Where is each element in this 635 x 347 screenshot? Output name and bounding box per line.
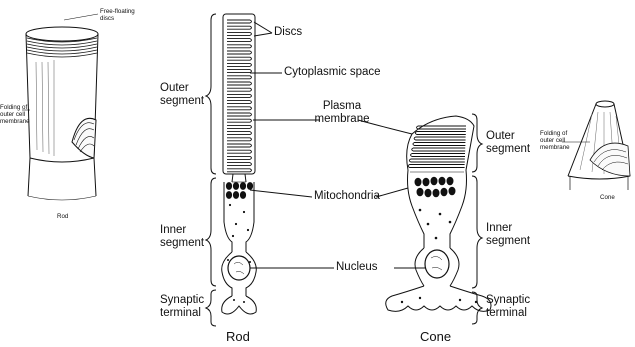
inset-cone-caption: Cone xyxy=(600,194,615,201)
leader-lines xyxy=(250,22,425,268)
cone-caption: Cone xyxy=(420,329,451,344)
nucleus-label: Nucleus xyxy=(336,261,378,274)
cytoplasmic-space-label: Cytoplasmic space xyxy=(284,66,381,79)
rod-inner-segment-label: Inner segment xyxy=(160,224,204,250)
rod-3d-inset xyxy=(22,14,98,200)
rod-cell-diagram xyxy=(222,14,257,314)
cone-3d-inset xyxy=(562,101,630,190)
inset-cone-folding-label: Folding of outer cell membrane xyxy=(540,130,570,151)
rod-caption: Rod xyxy=(226,329,250,344)
cone-inner-segment-label: Inner segment xyxy=(486,222,530,248)
cone-cell-diagram xyxy=(386,116,491,311)
braces xyxy=(206,14,482,326)
inset-folding-label: Folding of outer cell membrane xyxy=(0,104,30,125)
rod-synaptic-terminal-label: Synaptic terminal xyxy=(160,294,204,320)
cone-outer-segment-label: Outer segment xyxy=(486,130,530,156)
rod-outer-segment-label: Outer segment xyxy=(160,82,204,108)
discs-label: Discs xyxy=(274,26,302,39)
mitochondria-label: Mitochondria xyxy=(314,190,380,203)
plasma-membrane-label: Plasma membrane xyxy=(312,100,372,126)
cone-synaptic-terminal-label: Synaptic terminal xyxy=(486,294,530,320)
inset-rod-caption: Rod xyxy=(57,213,68,220)
inset-free-floating-label: Free-floating discs xyxy=(100,8,135,22)
